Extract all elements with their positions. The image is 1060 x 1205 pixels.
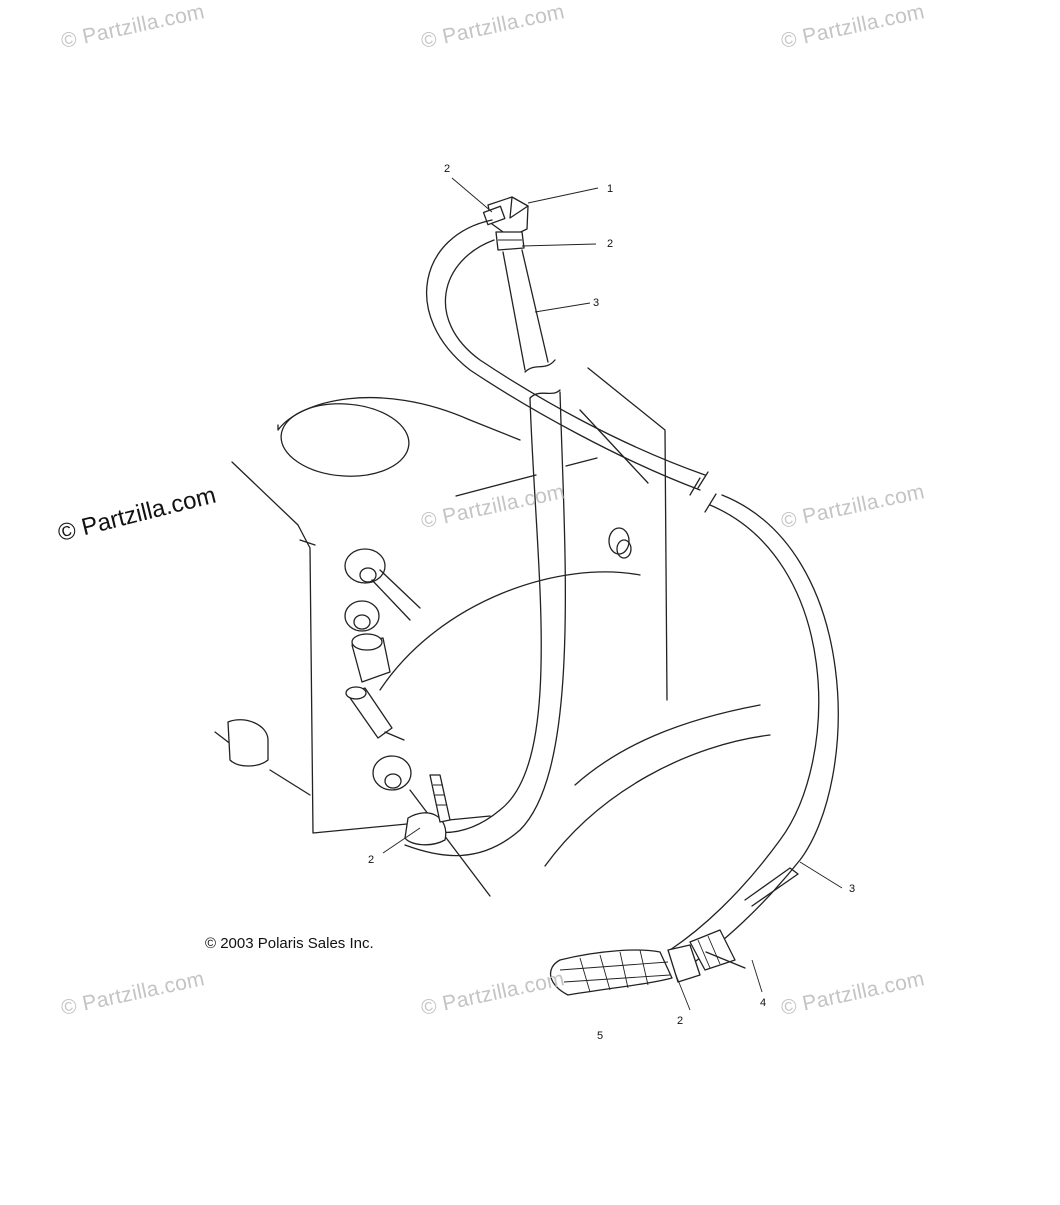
callout-5: 5 — [597, 1030, 604, 1042]
callout-2-top: 2 — [444, 163, 451, 175]
vent-hose-right — [669, 493, 839, 966]
callout-3-upper: 3 — [593, 297, 600, 309]
drain-hose — [404, 249, 566, 857]
inline-filter — [550, 929, 736, 996]
callout-1: 1 — [607, 183, 614, 195]
leader-lines — [382, 177, 843, 1011]
callout-2-lower-left: 2 — [368, 854, 375, 866]
callout-4: 4 — [760, 997, 767, 1009]
callout-3-lower: 3 — [849, 883, 856, 895]
elbow-fitting — [482, 196, 529, 251]
lower-clamp — [404, 774, 451, 846]
vent-hose-left — [425, 219, 709, 496]
oil-tank — [214, 367, 771, 897]
callout-2-filter: 2 — [677, 1015, 684, 1027]
hose-clip — [705, 867, 799, 969]
tank-fittings — [227, 527, 632, 791]
copyright-text: © 2003 Polaris Sales Inc. — [205, 935, 374, 952]
callout-2-upper-right: 2 — [607, 238, 614, 250]
